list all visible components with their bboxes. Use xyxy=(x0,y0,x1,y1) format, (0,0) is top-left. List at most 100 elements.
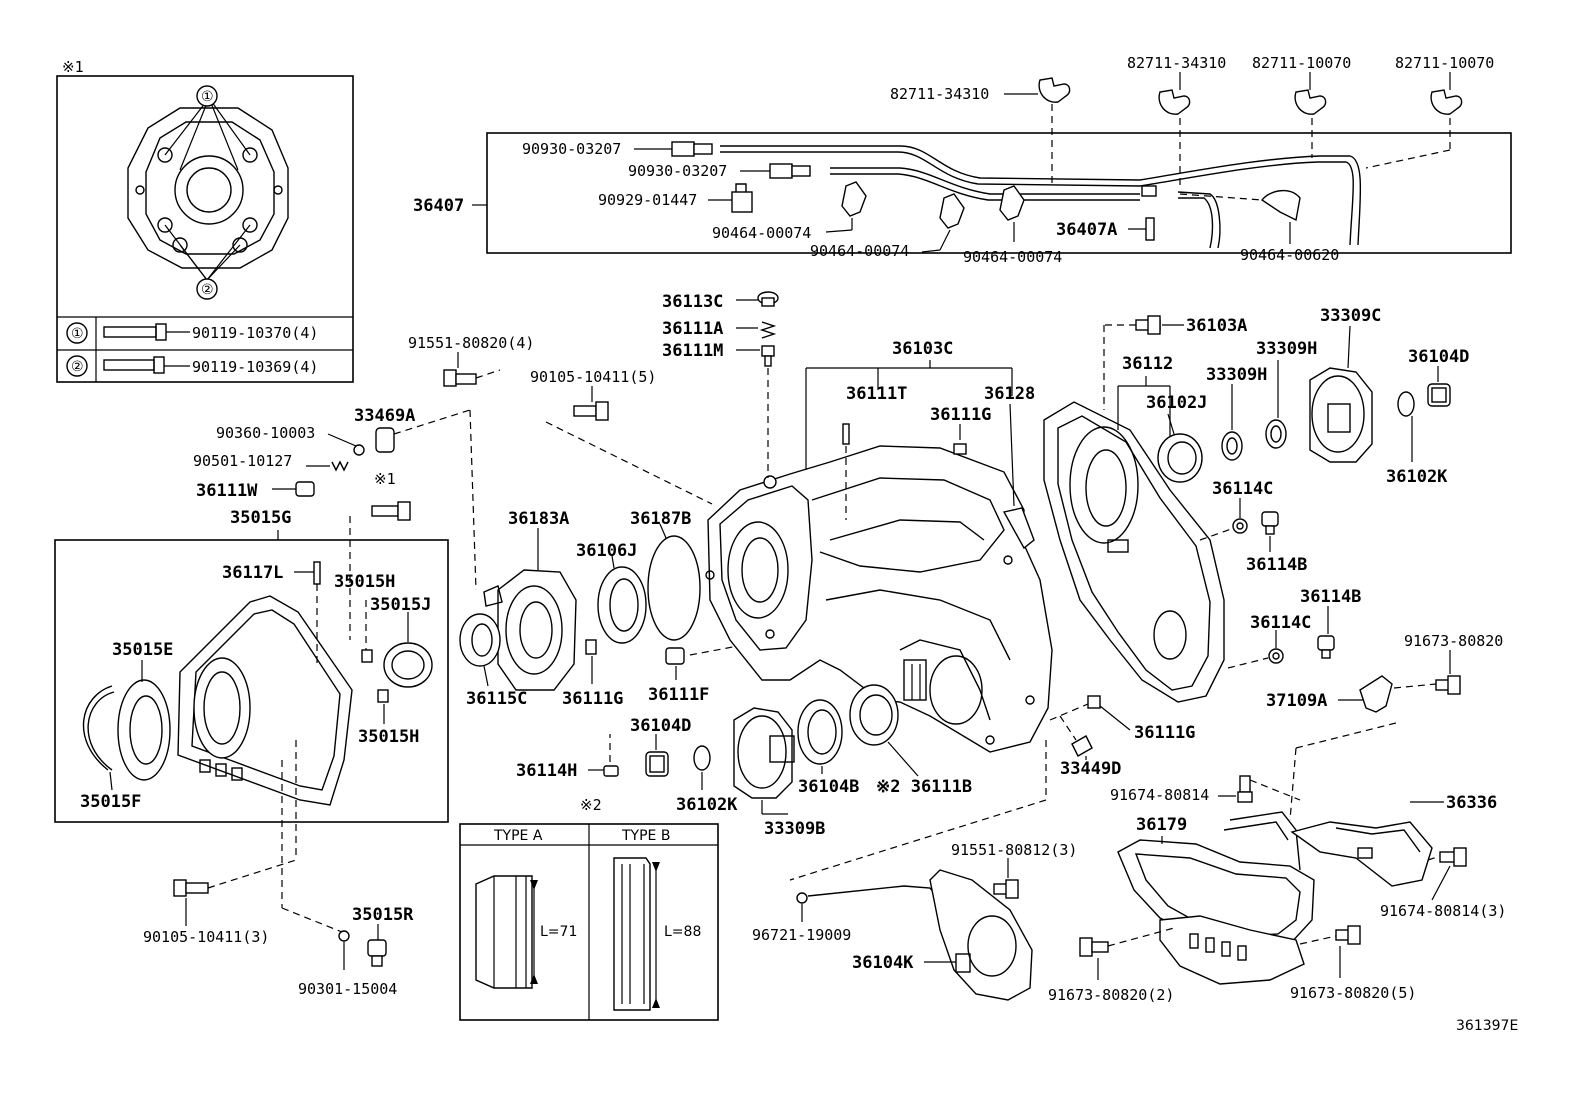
label-82711-10070-a: 82711-10070 xyxy=(1252,54,1351,72)
label-36179: 36179 xyxy=(1136,815,1187,835)
label-90464-00074-a: 90464-00074 xyxy=(712,224,811,242)
type-a-length: L=71 xyxy=(540,924,577,940)
label-36183A: 36183A xyxy=(508,509,569,529)
inset-1-marker: ※1 xyxy=(62,58,84,76)
type-b-header: TYPE B xyxy=(621,828,670,844)
bolt-icon xyxy=(1261,511,1279,535)
label-36114B-b: 36114B xyxy=(1300,587,1361,607)
plug-icon xyxy=(295,481,315,497)
bolt-icon xyxy=(1079,937,1109,957)
type-a-header: TYPE A xyxy=(493,828,543,844)
nut-icon xyxy=(645,751,669,777)
label-91673-80820-2: 91673-80820(2) xyxy=(1048,986,1174,1004)
label-90360-10003: 90360-10003 xyxy=(216,424,315,442)
front-housing-parts: 91551-80820(4) 90105-10411(5) 36183A 361… xyxy=(408,334,771,709)
label-36111M: 36111M xyxy=(662,341,723,361)
bolt-icon xyxy=(1237,775,1253,803)
label-90930-03207-b: 90930-03207 xyxy=(628,162,727,180)
label-90105-10411-5: 90105-10411(5) xyxy=(530,368,656,386)
clip-icon xyxy=(731,183,753,213)
label-36111T: 36111T xyxy=(846,384,907,404)
hose-clamp-icon xyxy=(1038,77,1071,103)
inset-2-marker: ※2 xyxy=(580,796,602,814)
label-36111B: ※2 36111B xyxy=(876,777,972,797)
label-36111W: 36111W xyxy=(196,481,258,501)
label-36102J: 36102J xyxy=(1146,393,1207,413)
label-90105-10411-3: 90105-10411(3) xyxy=(143,928,269,946)
breather-cap-icon xyxy=(757,291,779,307)
shift-sensor-parts: 90360-10003 33469A 90501-10127 36111W ※1 xyxy=(193,406,471,640)
label-36111G-right: 36111G xyxy=(1134,723,1195,743)
label-90464-00074-b: 90464-00074 xyxy=(810,242,909,260)
callout-2: ② xyxy=(201,282,214,298)
bolt-icon xyxy=(993,879,1019,899)
breather-plug-icon xyxy=(761,345,775,367)
label-82711-34310-b: 82711-34310 xyxy=(1127,54,1226,72)
inset-2-panel: ※2 TYPE A TYPE B L=71 L=88 xyxy=(459,796,719,1021)
label-36104D-top: 36104D xyxy=(1408,347,1469,367)
bolt-icon xyxy=(1335,925,1361,945)
label-82711-34310-a: 82711-34310 xyxy=(890,85,989,103)
label-96721-19009: 96721-19009 xyxy=(752,926,851,944)
label-36187B: 36187B xyxy=(630,509,691,529)
label-91551-80812-3: 91551-80812(3) xyxy=(951,841,1077,859)
label-37109A: 37109A xyxy=(1266,691,1327,711)
type-b-length: L=88 xyxy=(664,924,701,940)
label-35015J: 35015J xyxy=(370,595,431,615)
plug-icon xyxy=(769,163,811,179)
bolt-icon xyxy=(103,356,165,374)
spring-icon xyxy=(331,460,349,472)
seal-type-b-profile xyxy=(613,857,660,1011)
plug-icon xyxy=(671,141,713,157)
label-90301-15004: 90301-15004 xyxy=(298,980,397,998)
tee-fitting-icon xyxy=(1141,185,1157,241)
bolt-icon xyxy=(1439,847,1467,867)
label-36407: 36407 xyxy=(413,196,464,216)
label-36407A: 36407A xyxy=(1056,220,1117,240)
label-36106J: 36106J xyxy=(576,541,637,561)
label-36102K-top: 36102K xyxy=(1386,467,1448,487)
label-36117L: 36117L xyxy=(222,563,283,583)
inset-1-panel: ※1 ① ② xyxy=(56,58,354,383)
drawing-code: 361397E xyxy=(1456,1018,1518,1034)
label-36112: 36112 xyxy=(1122,354,1173,374)
label-33309H-b: 33309H xyxy=(1256,339,1317,359)
bolt-icon xyxy=(603,765,619,777)
label-36104B: 36104B xyxy=(798,777,859,797)
label-36111A: 36111A xyxy=(662,319,723,339)
label-90464-00074-c: 90464-00074 xyxy=(963,248,1062,266)
bolt-90119-10369: 90119-10369(4) xyxy=(192,358,318,376)
label-91551-80820-4: 91551-80820(4) xyxy=(408,334,534,352)
label-33309C: 33309C xyxy=(1320,306,1381,326)
label-91674-80814: 91674-80814 xyxy=(1110,786,1209,804)
bolt-icon xyxy=(1435,675,1461,695)
label-36103A: 36103A xyxy=(1186,316,1247,336)
label-36104K: 36104K xyxy=(852,953,914,973)
label-91673-80820: 91673-80820 xyxy=(1404,632,1503,650)
label-35015R: 35015R xyxy=(352,905,414,925)
hose-clamp-icon xyxy=(1294,89,1327,115)
label-90501-10127: 90501-10127 xyxy=(193,452,292,470)
extension-housing-group: 35015G 35015E 35015F 36117L 35015H 35015… xyxy=(54,508,449,823)
hose-clamp-icon xyxy=(939,193,965,229)
label-36103C: 36103C xyxy=(892,339,953,359)
row-1-callout: ① xyxy=(71,326,84,342)
bolt-icon xyxy=(1317,635,1335,659)
label-82711-10070-b: 82711-10070 xyxy=(1395,54,1494,72)
extension-housing-cover-drawing xyxy=(127,97,289,281)
bracket-37109A-group: 37109A 91673-80820 xyxy=(1266,632,1503,713)
hose-clamp-icon xyxy=(1430,89,1463,115)
row-2-callout: ② xyxy=(71,359,84,375)
label-35015H-b: 35015H xyxy=(358,727,419,747)
rear-cover-group: 36103A 36112 36102J 33309H 33309H 33 xyxy=(1043,306,1469,703)
label-35015F: 35015F xyxy=(80,792,141,812)
label-36114C-a: 36114C xyxy=(1212,479,1273,499)
bolt-icon xyxy=(371,501,411,521)
output-flange-group: 36114H 36104D 36102K 33309B 36104B ※2 36… xyxy=(516,684,1195,839)
label-33309H-a: 33309H xyxy=(1206,365,1267,385)
hose-clamp-icon xyxy=(1260,190,1301,222)
skid-plate-group: 96721-19009 36104K 91551-80812(3) 36179 xyxy=(752,721,1506,1004)
bolt-icon xyxy=(103,323,167,341)
label-36114B-a: 36114B xyxy=(1246,555,1307,575)
label-91673-80820-5: 91673-80820(5) xyxy=(1290,984,1416,1002)
